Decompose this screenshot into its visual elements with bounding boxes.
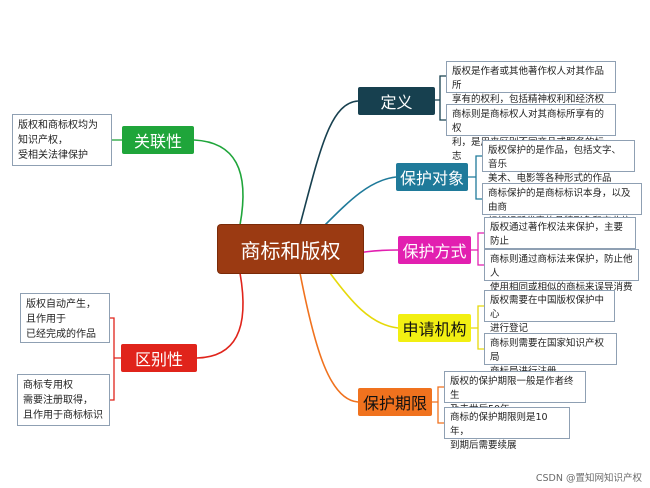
detail-period-copyright: 版权的保护期限一般是作者终生 及去世后50年 [444,371,586,415]
link-protected-object [324,176,397,226]
branch-protection-period[interactable]: 保护期限 [358,388,432,416]
watermark: CSDN @置知网知识产权 [535,473,642,484]
detail-difference-trademark: 商标专用权 需要注册取得， 且作用于商标标识 [17,374,110,426]
detail-period-trademark: 商标的保护期限则是10年， 到期后需要续展 [444,407,570,451]
detail-method-copyright: 版权通过著作权法来保护，主要防止 他人盗用或抄袭作品 [484,217,636,261]
link-definition [299,100,359,226]
branch-application-body[interactable]: 申请机构 [398,314,471,342]
detail-definition-trademark: 商标则是商标权人对其商标所享有的权 利，是用来区别不同商品或服务的标志 [446,104,616,162]
detail-definition-copyright: 版权是作者或其他著作权人对其作品所 享有的权利，包括精神权利和经济权利 [446,61,616,119]
branch-definition[interactable]: 定义 [358,87,435,115]
detail-difference-copyright: 版权自动产生， 且作用于 已经完成的作品 [20,293,110,343]
link-relevance [193,139,244,226]
detail-object-trademark: 商标保护的是商标标识本身，以及由商 标标识所代表的品牌形象和商业信誉 [482,183,642,241]
central-topic[interactable]: 商标和版权 [218,225,363,273]
link-protection-period [299,272,359,403]
branch-relevance[interactable]: 关联性 [122,126,194,154]
branch-difference[interactable]: 区别性 [121,344,197,372]
detail-method-trademark: 商标则通过商标法来保护，防止他人 使用相同或相似的商标来误导消费者 [484,249,639,307]
link-difference [196,272,244,359]
branch-protection-method[interactable]: 保护方式 [398,236,471,264]
detail-relevance: 版权和商标权均为 知识产权， 受相关法律保护 [12,114,112,166]
detail-application-trademark: 商标则需要在国家知识产权局 商标局进行注册 [484,333,617,377]
branch-protected-object[interactable]: 保护对象 [396,163,468,191]
link-application-body [329,272,399,329]
detail-application-copyright: 版权需要在中国版权保护中心 进行登记 [484,290,615,334]
detail-object-copyright: 版权保护的是作品，包括文字、音乐 美术、电影等各种形式的作品 [482,140,635,184]
